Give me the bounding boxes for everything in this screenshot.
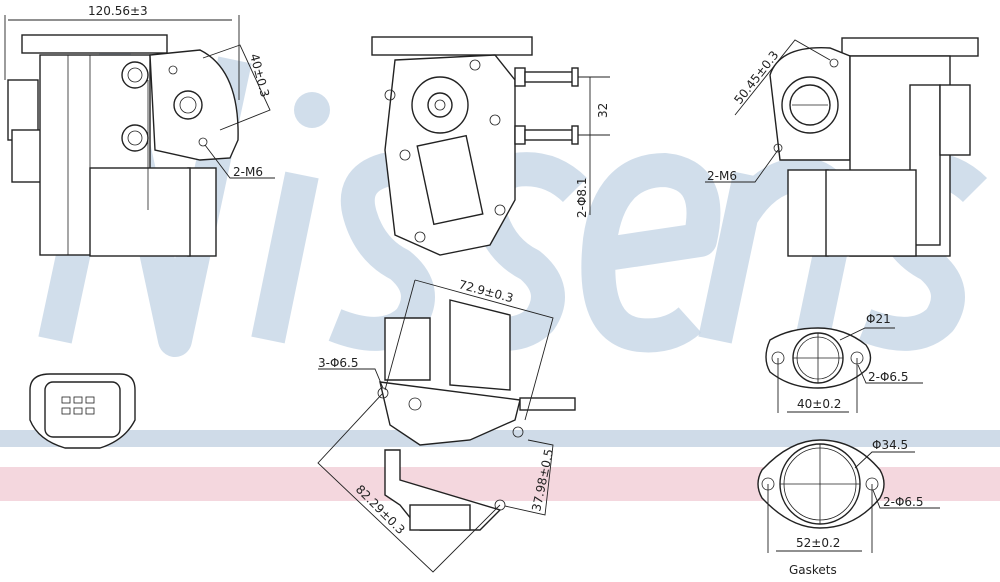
dim-72-9: 72.9±0.3 xyxy=(457,277,515,305)
pin-2-d8-1: 2-Φ8.1 xyxy=(575,178,589,219)
bottom-view xyxy=(317,279,576,573)
gaskets-label: Gaskets xyxy=(789,563,837,577)
pitch-40: 40±0.2 xyxy=(797,397,841,411)
front-view xyxy=(371,36,610,256)
thread-2-m6-left: 2-M6 xyxy=(233,165,263,179)
blue-band xyxy=(0,430,1000,447)
bore-d21: Φ21 xyxy=(866,312,891,326)
right-side-view xyxy=(705,37,979,257)
holes-large-2-d6-5: 2-Φ6.5 xyxy=(883,495,924,509)
thread-2-m6-right: 2-M6 xyxy=(707,169,737,183)
gasket-small xyxy=(765,327,923,413)
dim-120-56: 120.56±3 xyxy=(88,4,148,18)
holes-small-2-d6-5: 2-Φ6.5 xyxy=(868,370,909,384)
bore-d34-5: Φ34.5 xyxy=(872,438,908,452)
gasket-large xyxy=(757,439,940,553)
dim-32: 32 xyxy=(596,103,610,118)
pitch-52: 52±0.2 xyxy=(796,536,840,550)
left-side-view xyxy=(4,15,275,257)
holes-3-d6-5: 3-Φ6.5 xyxy=(318,356,359,370)
connector-view xyxy=(29,373,136,449)
dim-40-flange: 40±0.3 xyxy=(247,52,272,99)
